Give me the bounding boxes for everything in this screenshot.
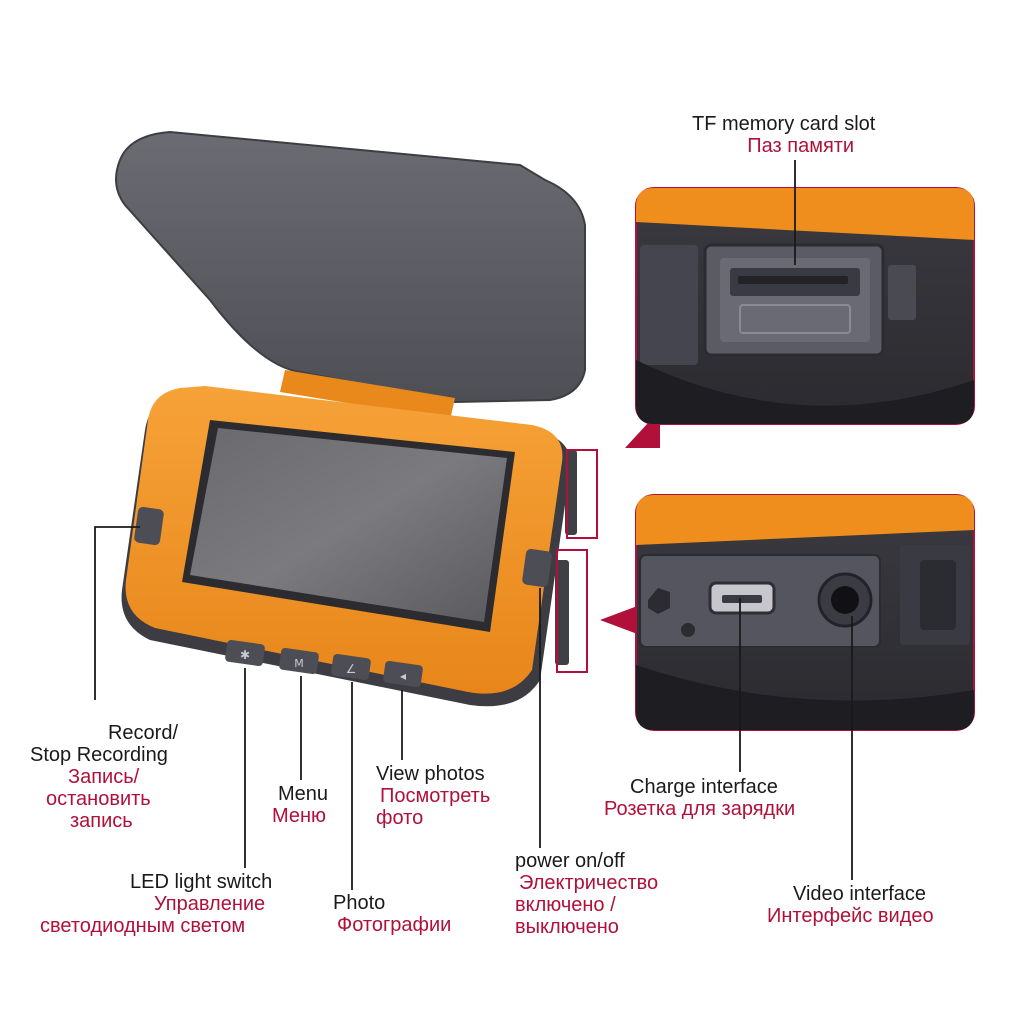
tf-slot-label: TF memory card slot Паз памяти bbox=[692, 113, 875, 157]
record-label-ru3: запись bbox=[70, 810, 133, 832]
charge-label-en: Charge interface bbox=[630, 776, 778, 798]
view-photos-label: View photos Посмотреть фото bbox=[376, 763, 490, 829]
power-label: power on/off Электричество включено / вы… bbox=[515, 850, 658, 938]
power-label-en: power on/off bbox=[515, 850, 625, 872]
tf-slot-photo bbox=[635, 187, 975, 425]
record-label-en2: Stop Recording bbox=[30, 744, 168, 766]
menu-label-en: Menu bbox=[278, 783, 329, 805]
led-label-ru2: светодиодным светом bbox=[40, 915, 246, 937]
record-label: Record/ Stop Recording Запись/ остановит… bbox=[30, 722, 190, 832]
record-label-en1: Record/ bbox=[107, 722, 178, 744]
power-label-ru3: выключено bbox=[515, 916, 619, 938]
svg-text:✱: ✱ bbox=[240, 648, 250, 662]
video-label: Video interface Интерфейс видео bbox=[767, 883, 934, 927]
photo-label-en: Photo bbox=[333, 892, 386, 914]
power-label-ru1: Электричество bbox=[519, 872, 659, 894]
device-body: ✱ M ∠ ◂ bbox=[121, 386, 598, 707]
video-label-ru: Интерфейс видео bbox=[767, 905, 934, 927]
led-label: LED light switch Управление светодиодным… bbox=[40, 871, 272, 937]
charge-label-ru: Розетка для зарядки bbox=[604, 798, 796, 820]
record-label-ru1: Запись/ bbox=[68, 766, 140, 788]
menu-label: Menu Меню bbox=[272, 783, 328, 827]
led-label-ru1: Управление bbox=[154, 893, 266, 915]
menu-label-ru: Меню bbox=[272, 805, 327, 827]
svg-text:∠: ∠ bbox=[346, 662, 357, 676]
tf-slot-label-en: TF memory card slot bbox=[692, 113, 876, 135]
record-label-ru2: остановить bbox=[46, 788, 151, 810]
tf-slot-label-ru: Паз памяти bbox=[747, 135, 855, 157]
svg-text:◂: ◂ bbox=[400, 669, 406, 683]
power-button-shape bbox=[522, 549, 552, 587]
power-label-ru2: включено / bbox=[515, 894, 616, 916]
sunshade-lid bbox=[115, 130, 586, 420]
video-label-en: Video interface bbox=[793, 883, 927, 905]
record-button-shape bbox=[134, 507, 164, 545]
view-photos-label-ru2: фото bbox=[376, 807, 424, 829]
charge-label: Charge interface Розетка для зарядки bbox=[604, 776, 795, 820]
photo-label-ru: Фотографии bbox=[337, 914, 452, 936]
ports-photo bbox=[635, 494, 975, 731]
svg-text:M: M bbox=[294, 657, 304, 670]
view-photos-label-en: View photos bbox=[376, 763, 485, 785]
photo-label: Photo Фотографии bbox=[333, 892, 451, 936]
led-label-en: LED light switch bbox=[130, 871, 273, 893]
view-photos-label-ru1: Посмотреть bbox=[380, 785, 491, 807]
